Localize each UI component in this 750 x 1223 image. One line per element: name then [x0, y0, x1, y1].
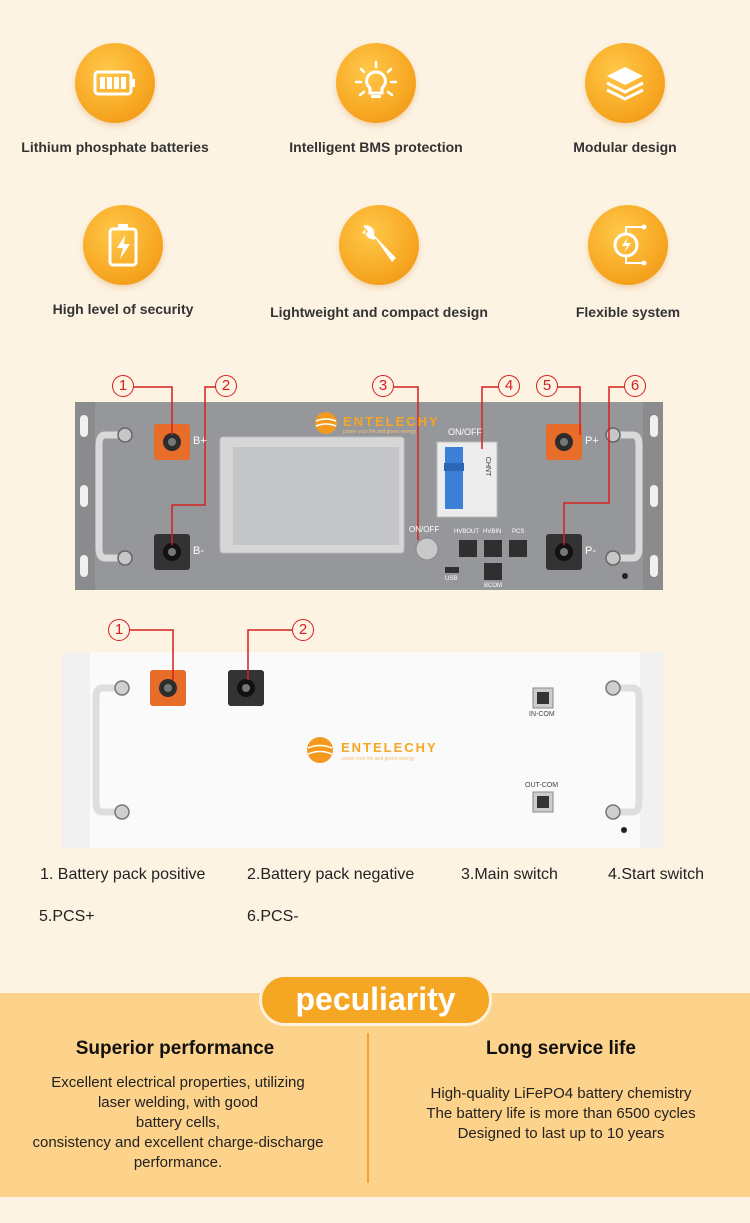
feature-label: Intelligent BMS protection	[289, 139, 463, 155]
peculiarity-section	[0, 993, 750, 1197]
port-label-hvbout: HVBOUT	[454, 529, 480, 535]
port-label-bcom: BCOM	[484, 583, 502, 589]
charging-battery-icon	[83, 205, 163, 285]
brand-logo-text: ENTELECHY	[343, 414, 440, 429]
port-label-hvbin: HVBIN	[483, 529, 502, 535]
feature-modular: Modular design	[500, 43, 750, 155]
brand-tagline: power your life and green energy	[343, 429, 417, 435]
battery-module-panel: 1 2 ENTELECHY power your life and green …	[0, 610, 750, 855]
terminal-p-plus-label: P+	[585, 435, 599, 447]
caption-1: 1. Battery pack positive	[40, 866, 206, 883]
callout-marker-2: 2	[215, 375, 237, 397]
feature-bms: Intelligent BMS protection	[251, 43, 501, 155]
terminal-b-minus-label: B-	[193, 545, 204, 557]
caption-4: 4.Start switch	[608, 866, 705, 883]
lightbulb-icon	[336, 43, 416, 123]
caption-3: 3.Main switch	[461, 866, 558, 883]
battery-module-drawing	[62, 629, 664, 848]
port-label-usb: USB	[445, 576, 458, 582]
callout-marker-1: 1	[112, 375, 134, 397]
callout-marker-1: 1	[108, 619, 130, 641]
port-label-in-com: IN-COM	[529, 711, 555, 718]
brand-logo-text: ENTELECHY	[341, 740, 438, 755]
column-divider	[367, 1033, 369, 1183]
callout-marker-4: 4	[498, 375, 520, 397]
brand-tagline: power your life and green energy	[341, 756, 415, 762]
port-label-out-com: OUT-COM	[525, 782, 559, 789]
feature-label: High level of security	[52, 301, 194, 317]
text-line: consistency and excellent charge-dischar…	[32, 1134, 324, 1151]
feature-security: High level of security	[0, 205, 248, 317]
on-off-button-label: ON/OFF	[409, 525, 440, 534]
port-label-pcs: PCS	[512, 529, 525, 535]
caption-6: 6.PCS-	[247, 908, 299, 925]
superior-performance-text: Excellent electrical properties, utilizi…	[0, 1073, 356, 1173]
text-line: battery cells,	[135, 1114, 221, 1131]
callout-marker-5: 5	[536, 375, 558, 397]
text-line: Excellent electrical properties, utilizi…	[51, 1074, 305, 1091]
front-panel: 1 2 3 4 5 6 ENTELECHY power your life an…	[0, 365, 750, 600]
text-line: laser welding, with good	[97, 1094, 259, 1111]
caption-2: 2.Battery pack negative	[247, 866, 415, 883]
peculiarity-title: peculiarity	[259, 974, 492, 1026]
superior-performance-heading: Superior performance	[75, 1038, 275, 1059]
feature-label: Modular design	[573, 139, 677, 155]
text-line: The battery life is more than 6500 cycle…	[426, 1105, 696, 1122]
feature-lithium: Lithium phosphate batteries	[0, 43, 240, 155]
text-line: High-quality LiFePO4 battery chemistry	[430, 1085, 692, 1102]
callout-marker-6: 6	[624, 375, 646, 397]
text-line: Designed to last up to 10 years	[457, 1125, 665, 1142]
feature-flexible: Flexible system	[503, 205, 750, 320]
feature-label: Lightweight and compact design	[270, 304, 488, 320]
long-service-life-heading: Long service life	[486, 1038, 636, 1059]
power-circuit-icon	[588, 205, 668, 285]
battery-icon	[75, 43, 155, 123]
layers-icon	[585, 43, 665, 123]
feature-label: Lithium phosphate batteries	[21, 139, 209, 155]
feature-lightweight: Lightweight and compact design	[254, 205, 504, 320]
front-panel-drawing	[75, 386, 663, 590]
callout-marker-2: 2	[292, 619, 314, 641]
caption-5: 5.PCS+	[39, 908, 95, 925]
terminal-b-plus-label: B+	[193, 435, 207, 447]
terminal-p-minus-label: P-	[585, 545, 596, 557]
wrench-icon	[339, 205, 419, 285]
callout-marker-3: 3	[372, 375, 394, 397]
breaker-switch-label: ON/OFF	[448, 427, 482, 437]
feature-label: Flexible system	[575, 304, 681, 320]
breaker-brand-text: CHNT	[484, 456, 492, 477]
text-line: performance.	[133, 1154, 223, 1171]
long-service-life-text: High-quality LiFePO4 battery chemistry T…	[385, 1084, 737, 1144]
